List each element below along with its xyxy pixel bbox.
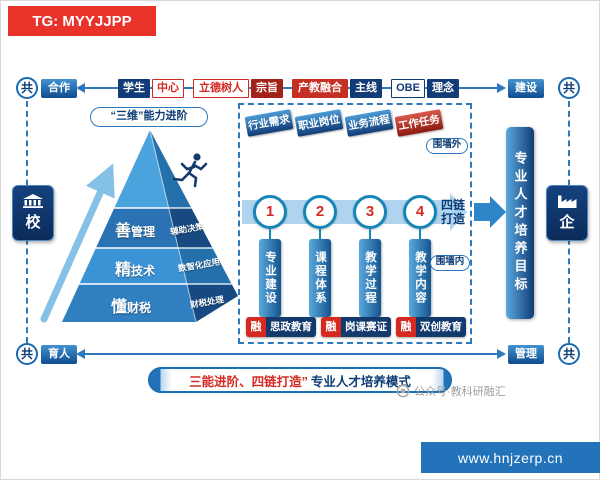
badge-concept: 理念: [427, 79, 459, 98]
pyramid-level-technology: 精技术: [95, 256, 175, 280]
connector: [419, 229, 421, 239]
growth-arrow: [40, 163, 115, 323]
watermark-text: 公众号·教科研融汇: [414, 386, 506, 398]
vbox-major-construction: 专业建设: [259, 239, 281, 317]
fusion-ideology-pill: 融 思政教育: [246, 317, 316, 337]
goal-banner: 专业人才培养目标: [506, 127, 534, 319]
top-arrowhead-left: [76, 83, 85, 93]
bottom-flow-line: [85, 353, 497, 355]
step-circle-2: 2: [303, 195, 337, 229]
corner-circle-top-left: 共: [16, 77, 38, 99]
four-chains-line1: 四链: [440, 198, 465, 212]
label-four-chains: 四链 打造: [436, 198, 470, 226]
level-key-char: 精: [114, 262, 131, 279]
ribbon-business-process: 业务流程: [344, 109, 394, 137]
watermark: 公众号·教科研融汇: [396, 383, 506, 399]
ribbon-industry-demand: 行业需求: [244, 109, 294, 137]
corner-circle-bottom-left: 共: [16, 343, 38, 365]
badge-obe: OBE: [391, 79, 425, 98]
label-outside-wall: 围墙外: [426, 138, 468, 154]
pyramid-level-finance: 懂财税: [91, 293, 171, 317]
corner-circle-bottom-right: 共: [558, 343, 580, 365]
bottom-arrowhead-left: [76, 349, 85, 359]
fusion-prefix: 融: [321, 317, 341, 337]
fusion-label: 岗课赛证: [341, 317, 391, 337]
goal-arrow-body: [474, 203, 490, 221]
label-inside-wall: 围墙内: [430, 255, 470, 271]
badge-mainline: 主线: [350, 79, 382, 98]
badge-student: 学生: [118, 79, 150, 98]
runner-icon: [172, 153, 208, 188]
top-flow-line: [85, 87, 497, 89]
step-circle-4: 4: [403, 195, 437, 229]
badge-purpose: 宗旨: [251, 79, 283, 98]
model-title-highlight: 三能进阶、四链打造”: [189, 374, 308, 389]
vbox-curriculum-system: 课程体系: [309, 239, 331, 317]
four-chains-line2: 打造: [440, 212, 465, 226]
principle-badges: 学生 中心 立德树人 宗旨 产教融合 主线 OBE 理念: [118, 79, 461, 98]
corner-circle-top-right: 共: [558, 77, 580, 99]
factory-icon: [558, 195, 577, 208]
step-circle-3: 3: [353, 195, 387, 229]
connector: [369, 229, 371, 239]
vbox-teaching-content: 教学内容: [409, 239, 431, 317]
enterprise-label: 企: [559, 214, 575, 231]
label-cooperation: 合作: [41, 79, 77, 98]
badge-industry-education: 产教融合: [292, 79, 348, 98]
watermark-logo-icon: [396, 384, 410, 398]
chain-band-arrowhead: [450, 193, 467, 231]
label-educate: 育人: [41, 345, 77, 364]
tg-banner: TG: MYYJJPP: [8, 6, 156, 36]
connector: [269, 229, 271, 239]
top-arrowhead-right: [497, 83, 506, 93]
capability-pyramid: [40, 129, 238, 323]
fusion-prefix: 融: [396, 317, 416, 337]
fusion-label: 思政教育: [266, 317, 316, 337]
bottom-arrowhead-right: [497, 349, 506, 359]
fusion-competition-pill: 融 岗课赛证: [321, 317, 391, 337]
model-title-rest: 专业人才培养模式: [310, 374, 411, 389]
school-badge: 校: [12, 185, 54, 241]
goal-arrow-tip: [490, 196, 506, 228]
label-manage: 管理: [508, 345, 544, 364]
pyramid-title: “三维”能力进阶: [90, 107, 208, 127]
school-building-icon: [23, 194, 43, 208]
ribbon-job-position: 职业岗位: [294, 109, 344, 137]
enterprise-badge: 企: [546, 185, 588, 241]
connector: [319, 229, 321, 239]
badge-moral-education: 立德树人: [193, 79, 249, 98]
level-rest-text: 财税: [127, 301, 152, 315]
school-label: 校: [25, 214, 41, 231]
fusion-label: 双创教育: [416, 317, 466, 337]
fusion-prefix: 融: [246, 317, 266, 337]
vbox-teaching-process: 教学过程: [359, 239, 381, 317]
url-bar: www.hnjzerp.cn: [421, 442, 600, 473]
level-rest-text: 管理: [131, 225, 156, 239]
level-rest-text: 技术: [131, 264, 156, 278]
label-construction: 建设: [508, 79, 544, 98]
level-key-char: 善: [114, 223, 131, 240]
badge-center: 中心: [152, 79, 184, 98]
step-circle-1: 1: [253, 195, 287, 229]
pyramid-level-management: 善管理: [95, 217, 175, 241]
level-key-char: 懂: [110, 299, 127, 316]
model-title-banner: 三能进阶、四链打造” 专业人才培养模式: [148, 367, 452, 393]
ribbon-work-task: 工作任务: [394, 109, 444, 137]
process-box: 行业需求 职业岗位 业务流程 工作任务 围墙外 四链 打造 1 2 3 4 专业…: [238, 103, 472, 344]
fusion-innovation-pill: 融 双创教育: [396, 317, 466, 337]
